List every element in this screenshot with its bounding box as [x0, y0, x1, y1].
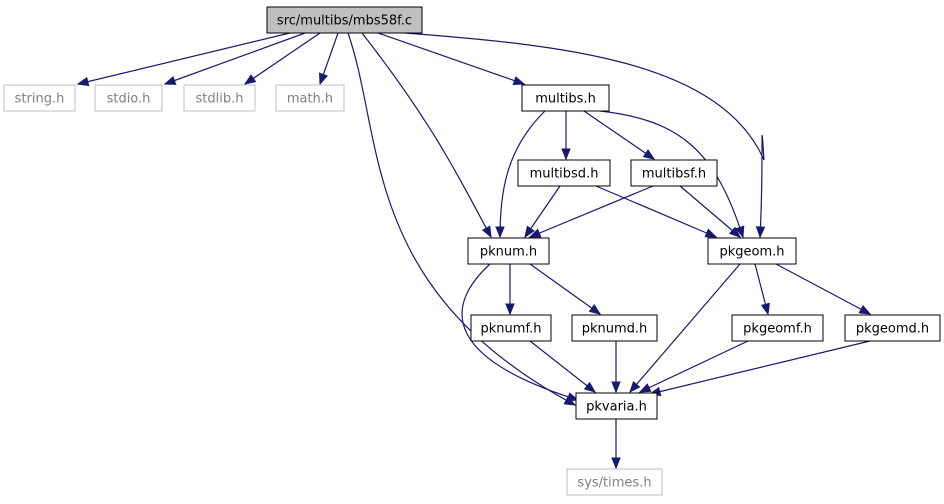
node-stdio-h[interactable]: stdio.h — [94, 84, 163, 112]
node-box — [3, 84, 76, 112]
edge-multibs_h-to-pkgeom_h — [599, 110, 744, 238]
arrowhead-mbs58f-to-string_h — [76, 76, 90, 87]
arrowhead-mbs58f-to-pknum_h — [481, 225, 492, 239]
node-box — [517, 159, 611, 187]
node-box — [566, 468, 663, 496]
node-label: pkgeomf.h — [743, 322, 812, 337]
node-box — [630, 159, 718, 187]
edge-pknumf_h-to-pkvaria_h — [529, 340, 596, 393]
node-label: pkgeom.h — [719, 245, 784, 260]
arrowhead-pknum_h-to-pkvaria_h — [566, 392, 580, 402]
arrowhead-multibs_h-to-multibsf_h — [642, 149, 656, 160]
node-mbs58f[interactable]: src/multibs/mbs58f.c — [266, 6, 423, 34]
node-label: multibs.h — [535, 92, 596, 107]
node-multibsf-h[interactable]: multibsf.h — [630, 159, 718, 187]
node-box — [275, 84, 345, 112]
node-box — [470, 314, 552, 342]
node-label: multibsf.h — [642, 167, 706, 182]
node-pkgeom-h[interactable]: pkgeom.h — [707, 237, 797, 265]
arrowhead-pknum_h-to-pknumf_h — [505, 303, 515, 316]
edge-mbs58f-to-stdlib_h — [244, 32, 321, 85]
node-label: pkvaria.h — [586, 400, 647, 415]
node-box — [94, 84, 163, 112]
node-label: string.h — [15, 92, 65, 107]
node-box — [183, 84, 256, 112]
node-box — [575, 392, 658, 420]
edge-multibs_h-to-multibsf_h — [583, 110, 655, 160]
node-label: math.h — [287, 92, 333, 107]
edge-multibsf_h-to-pknum_h — [529, 185, 654, 238]
node-string-h[interactable]: string.h — [3, 84, 76, 112]
node-box — [521, 84, 610, 112]
edge-mbs58f-to-pkvaria_h — [347, 32, 576, 406]
edge-mbs58f-to-string_h — [77, 32, 291, 85]
arrowhead-multibs_h-to-pknum_h — [495, 226, 505, 239]
node-systimes-h[interactable]: sys/times.h — [566, 468, 663, 496]
arrowhead-mbs58f-to-pkgeom_h — [755, 226, 766, 239]
node-label: pknumd.h — [582, 322, 648, 337]
node-label: pknumf.h — [481, 322, 542, 337]
node-box — [731, 314, 824, 342]
edge-multibsd_h-to-pkgeom_h — [595, 185, 717, 238]
node-pknumf-h[interactable]: pknumf.h — [470, 314, 552, 342]
arrowhead-pkgeom_h-to-pkgeomd_h — [858, 304, 872, 315]
edges-layer — [76, 32, 872, 470]
edge-pkgeomf_h-to-pkvaria_h — [639, 340, 749, 393]
edge-multibsf_h-to-pkgeom_h — [679, 185, 741, 238]
nodes-layer: src/multibs/mbs58f.c string.h stdio.h stdli… — [3, 6, 941, 496]
node-label: src/multibs/mbs58f.c — [277, 14, 412, 29]
node-multibsd-h[interactable]: multibsd.h — [517, 159, 611, 187]
node-label: pkgeomd.h — [856, 322, 929, 337]
edge-pkgeom_h-to-pkgeomd_h — [775, 263, 871, 315]
arrowhead-pkgeom_h-to-pkvaria_h — [629, 380, 641, 394]
node-math-h[interactable]: math.h — [275, 84, 345, 112]
node-stdlib-h[interactable]: stdlib.h — [183, 84, 256, 112]
node-label: sys/times.h — [577, 476, 651, 491]
node-pkgeomf-h[interactable]: pkgeomf.h — [731, 314, 824, 342]
edge-pkgeomd_h-to-pkvaria_h — [649, 340, 871, 395]
arrowhead-multibsf_h-to-pkgeom_h — [728, 226, 742, 238]
edge-pknum_h-to-pkvaria_h — [461, 263, 579, 401]
edge-pknum_h-to-pknumd_h — [529, 263, 601, 315]
edge-multibs_h-to-pknum_h — [499, 110, 546, 238]
arrowhead-pkgeom_h-to-pkgeomf_h — [760, 302, 770, 316]
node-pkvaria-h[interactable]: pkvaria.h — [575, 392, 658, 420]
node-multibs-h[interactable]: multibs.h — [521, 84, 610, 112]
node-box — [467, 237, 550, 265]
arrowhead-pknumf_h-to-pkvaria_h — [583, 381, 597, 393]
arrowhead-pkgeomf_h-to-pkvaria_h — [638, 383, 652, 393]
arrowhead-mbs58f-to-multibs_h — [512, 76, 526, 86]
node-label: pknum.h — [480, 245, 537, 260]
node-label: stdlib.h — [196, 92, 244, 107]
node-label: multibsd.h — [530, 167, 599, 182]
arrowhead-pknum_h-to-pknumd_h — [588, 304, 602, 315]
arrowhead-mbs58f-to-math_h — [319, 72, 328, 86]
edge-mbs58f-to-pknum_h — [361, 32, 492, 238]
arrowhead-mbs58f-to-stdlib_h — [243, 74, 257, 85]
arrowhead-pkvaria_h-to-systimes_h — [611, 457, 621, 470]
edge-mbs58f-to-multibs_h — [377, 32, 525, 85]
node-pkgeomd-h[interactable]: pkgeomd.h — [844, 314, 941, 342]
node-box — [707, 237, 797, 265]
edge-mbs58f-to-pkgeom_h — [404, 32, 765, 238]
node-box — [844, 314, 941, 342]
node-box — [266, 6, 423, 34]
edge-mbs58f-to-stdio_h — [164, 32, 306, 85]
edge-pkgeom_h-to-pkvaria_h — [629, 263, 741, 393]
arrowhead-multibsd_h-to-pkgeom_h — [704, 228, 718, 238]
node-label: stdio.h — [107, 92, 151, 107]
arrowhead-multibsf_h-to-pknum_h — [528, 228, 542, 238]
arrowhead-pknumd_h-to-pkvaria_h — [611, 381, 621, 394]
node-box — [571, 314, 658, 342]
arrowhead-mbs58f-to-stdio_h — [163, 75, 177, 85]
arrowhead-multibsd_h-to-pknum_h — [524, 225, 535, 239]
arrowhead-multibs_h-to-pkgeom_h — [735, 225, 745, 239]
arrowhead-multibs_h-to-multibsd_h — [561, 148, 571, 161]
node-pknumd-h[interactable]: pknumd.h — [571, 314, 658, 342]
node-pknum-h[interactable]: pknum.h — [467, 237, 550, 265]
